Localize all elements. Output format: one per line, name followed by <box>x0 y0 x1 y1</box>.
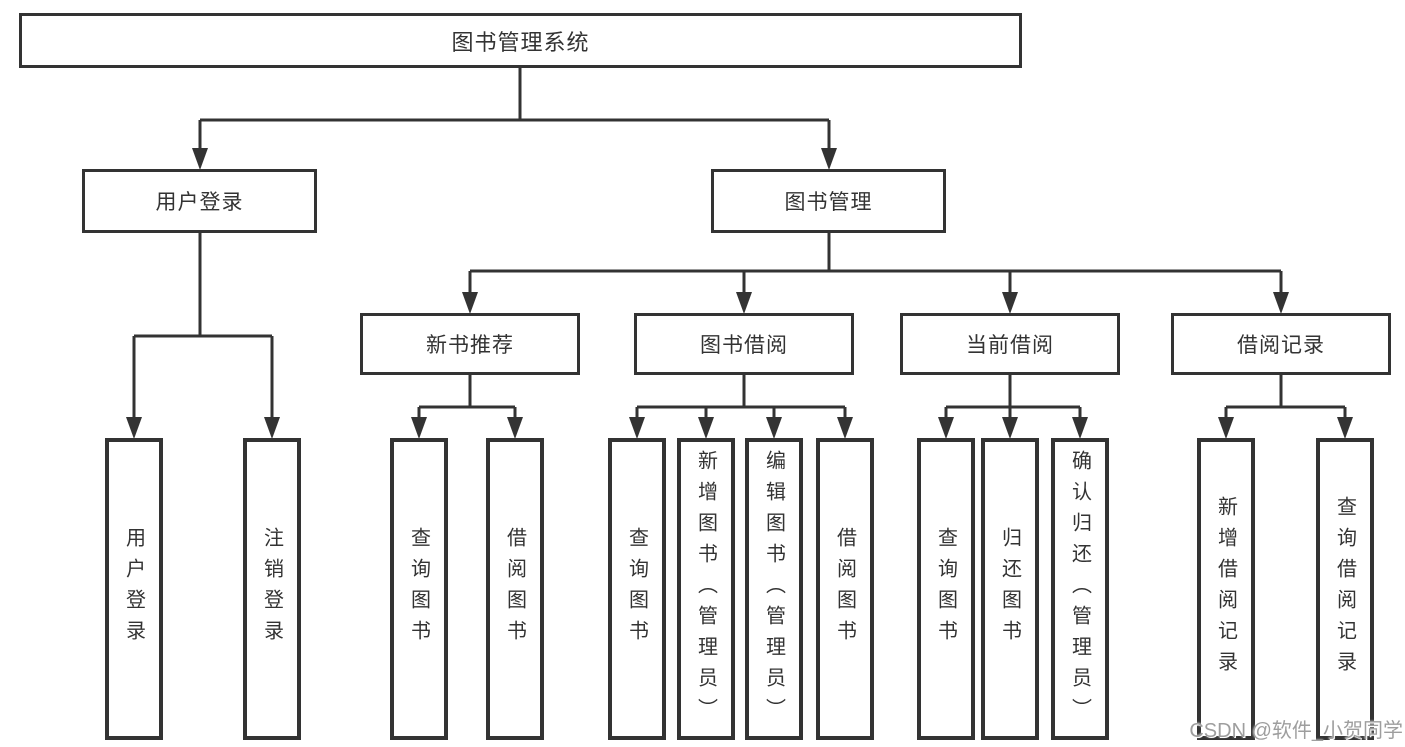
node-book-management: 图书管理 <box>711 169 946 233</box>
arrow-down-icon <box>507 417 523 439</box>
leaf-bb-edit-book-admin: 编辑图书（管理员） <box>745 438 803 740</box>
arrow-down-icon <box>192 148 208 170</box>
arrow-down-icon <box>264 417 280 439</box>
arrow-down-icon <box>698 417 714 439</box>
leaf-br-add-record: 新增借阅记录 <box>1197 438 1255 740</box>
arrow-down-icon <box>766 417 782 439</box>
node-new-book-recommend: 新书推荐 <box>360 313 580 375</box>
arrow-down-icon <box>1002 292 1018 314</box>
arrow-down-icon <box>736 292 752 314</box>
node-borrow-records: 借阅记录 <box>1171 313 1391 375</box>
leaf-user-login: 用户登录 <box>105 438 163 740</box>
leaf-nb-borrow-books: 借阅图书 <box>486 438 544 740</box>
arrow-down-icon <box>1002 417 1018 439</box>
watermark: CSDN @软件_小贺同学 <box>1189 720 1403 742</box>
leaf-bb-query-books: 查询图书 <box>608 438 666 740</box>
node-user-login: 用户登录 <box>82 169 317 233</box>
leaf-br-query-record: 查询借阅记录 <box>1316 438 1374 740</box>
leaf-cb-confirm-return-admin: 确认归还（管理员） <box>1051 438 1109 740</box>
arrow-down-icon <box>837 417 853 439</box>
arrowheads <box>126 148 1353 439</box>
leaf-logout: 注销登录 <box>243 438 301 740</box>
arrow-down-icon <box>462 292 478 314</box>
node-book-borrow: 图书借阅 <box>634 313 854 375</box>
arrow-down-icon <box>938 417 954 439</box>
arrow-down-icon <box>629 417 645 439</box>
arrow-down-icon <box>411 417 427 439</box>
arrow-down-icon <box>126 417 142 439</box>
leaf-bb-add-book-admin: 新增图书（管理员） <box>677 438 735 740</box>
leaf-nb-query-books: 查询图书 <box>390 438 448 740</box>
connector-lines <box>132 68 1347 421</box>
leaf-cb-query-books: 查询图书 <box>917 438 975 740</box>
leaf-cb-return-books: 归还图书 <box>981 438 1039 740</box>
arrow-down-icon <box>821 148 837 170</box>
arrow-down-icon <box>1218 417 1234 439</box>
arrow-down-icon <box>1072 417 1088 439</box>
node-current-borrow: 当前借阅 <box>900 313 1120 375</box>
arrow-down-icon <box>1337 417 1353 439</box>
node-root: 图书管理系统 <box>19 13 1022 68</box>
arrow-down-icon <box>1273 292 1289 314</box>
leaf-bb-borrow-books: 借阅图书 <box>816 438 874 740</box>
